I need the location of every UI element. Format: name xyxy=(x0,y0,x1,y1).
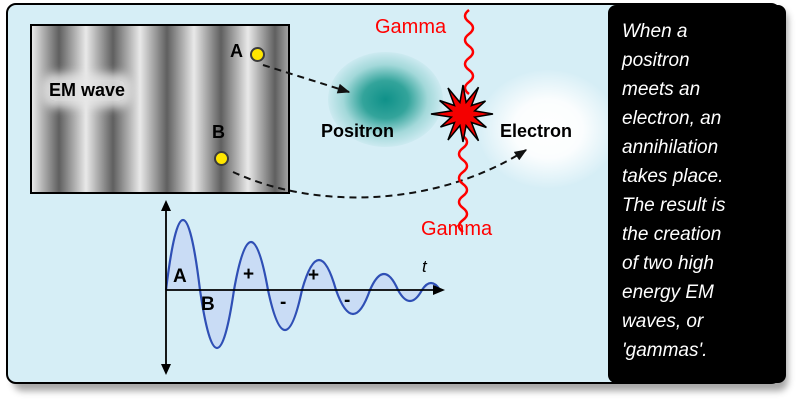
gamma-top-label: Gamma xyxy=(375,16,447,38)
wave-label-plus-1: + xyxy=(243,264,254,285)
damped-wave-curve xyxy=(164,219,441,349)
wave-label-minus-1: - xyxy=(280,292,286,313)
point-b-dot xyxy=(214,151,229,166)
wave-label-b: B xyxy=(201,294,215,315)
damped-wave-graph: t A B + - + - xyxy=(161,200,445,375)
positron-label: Positron xyxy=(321,121,395,141)
point-b-label: B xyxy=(212,122,225,142)
gamma-bottom-label: Gamma xyxy=(421,218,493,240)
time-axis-label: t xyxy=(422,257,428,276)
time-axis xyxy=(166,285,445,295)
info-panel: When a positron meets an electron, an an… xyxy=(608,5,786,383)
amplitude-axis xyxy=(161,200,171,375)
em-wave-label: EM wave xyxy=(49,80,126,101)
wave-label-plus-2: + xyxy=(308,265,319,286)
point-a-dot xyxy=(250,47,265,62)
wave-label-minus-2: - xyxy=(344,290,350,311)
electron-label: Electron xyxy=(500,121,573,141)
point-a-label: A xyxy=(230,41,243,61)
wave-label-a: A xyxy=(173,266,187,287)
